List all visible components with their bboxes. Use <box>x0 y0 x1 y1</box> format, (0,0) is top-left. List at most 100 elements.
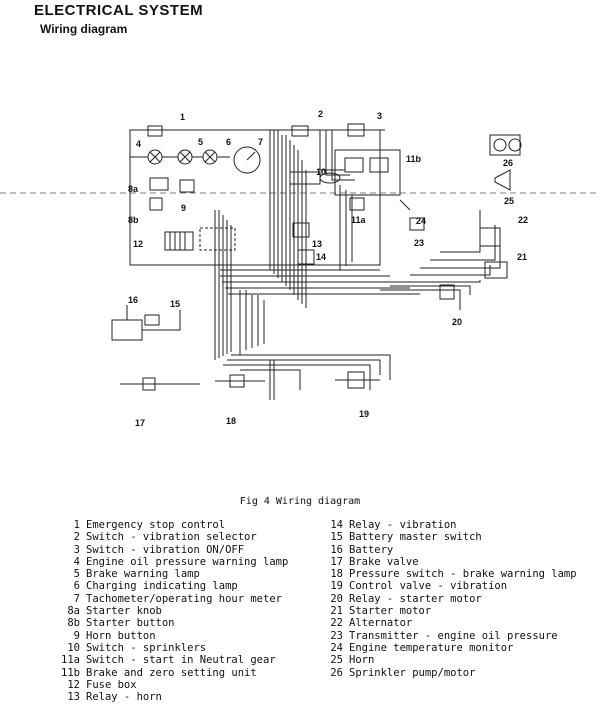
legend-label: Relay - starter motor <box>349 592 482 605</box>
legend-item: 22 Alternator <box>313 617 577 629</box>
legend-number: 16 <box>330 543 343 556</box>
svg-text:19: 19 <box>359 409 369 419</box>
starter-motor <box>484 261 508 279</box>
legend-number: 2 <box>73 531 80 544</box>
wiring-diagram: 1 2 3 4 5 6 7 8a 8b 9 10 11a 11b 12 13 1… <box>0 109 600 428</box>
svg-text:9: 9 <box>181 203 186 213</box>
legend-label: Switch - start in Neutral gear <box>86 654 276 667</box>
svg-text:4: 4 <box>136 139 141 149</box>
svg-text:24: 24 <box>416 216 426 226</box>
harness-bundle <box>214 130 501 390</box>
svg-text:8b: 8b <box>128 215 139 225</box>
svg-text:10: 10 <box>316 167 326 177</box>
legend-number: 25 <box>330 654 343 667</box>
svg-text:11b: 11b <box>406 154 422 164</box>
legend-label: Brake warning lamp <box>86 568 200 581</box>
legend-label: Battery master switch <box>349 531 482 544</box>
legend-item: 19 Control valve - vibration <box>313 580 577 592</box>
svg-text:7: 7 <box>258 137 263 147</box>
page-subtitle: Wiring diagram <box>40 22 128 36</box>
svg-text:2: 2 <box>318 109 323 119</box>
svg-text:5: 5 <box>198 137 203 147</box>
svg-text:8a: 8a <box>128 184 139 194</box>
brake-zero-unit <box>334 149 401 196</box>
legend-label: Starter button <box>86 617 175 630</box>
starter-button <box>149 197 163 211</box>
svg-text:14: 14 <box>316 252 326 262</box>
svg-text:18: 18 <box>226 416 236 426</box>
legend-number: 13 <box>67 691 80 704</box>
warning-lamps <box>130 149 230 165</box>
legend-label: Control valve - vibration <box>349 580 508 593</box>
legend-number: 5 <box>73 568 80 581</box>
legend-number: 9 <box>73 629 80 642</box>
legend-number: 21 <box>330 605 343 618</box>
legend-number: 11a <box>61 654 80 667</box>
emergency-stop <box>147 125 163 137</box>
legend-item: 9 Horn button <box>50 630 288 642</box>
svg-text:22: 22 <box>518 215 528 225</box>
legend-label: Transmitter - engine oil pressure <box>349 629 558 642</box>
legend-label: Emergency stop control <box>86 519 226 531</box>
oil-pressure-transmitter <box>409 217 425 231</box>
legend-number: 26 <box>330 666 343 679</box>
legend-label: Engine oil pressure warning lamp <box>86 555 289 568</box>
alternator <box>479 227 501 247</box>
legend-label: Alternator <box>349 617 413 630</box>
legend-item: 8b Starter button <box>50 617 288 629</box>
legend-number: 8b <box>67 617 80 630</box>
legend-item: 25 Horn <box>313 654 577 666</box>
legend-number: 19 <box>330 580 343 593</box>
legend-number: 7 <box>73 592 80 605</box>
callout-labels: 1 2 3 4 5 6 7 8a 8b 9 10 11a 11b 12 13 1… <box>128 109 528 428</box>
legend-label: Brake and zero setting unit <box>86 666 257 679</box>
legend-label: Brake valve <box>349 555 419 568</box>
legend-number: 10 <box>67 641 80 654</box>
svg-text:23: 23 <box>414 238 424 248</box>
legend-number: 3 <box>73 543 80 556</box>
battery <box>111 305 181 341</box>
legend-item: 11a Switch - start in Neutral gear <box>50 654 288 666</box>
legend-label: Horn <box>349 654 375 667</box>
legend-label: Sprinkler pump/motor <box>349 666 476 679</box>
svg-text:20: 20 <box>452 317 462 327</box>
legend-number: 23 <box>330 629 343 642</box>
legend-item: 18 Pressure switch - brake warning lamp <box>313 568 577 581</box>
starter-relay <box>439 284 455 300</box>
legend-number: 22 <box>330 617 343 630</box>
legend-label: Horn button <box>86 629 156 642</box>
legend-label: Pressure switch - brake warning lamp <box>349 568 577 581</box>
svg-text:1: 1 <box>180 112 185 122</box>
legend-item: 20 Relay - starter motor <box>313 593 577 605</box>
svg-text:21: 21 <box>517 252 527 262</box>
starter-knob <box>149 177 169 191</box>
legend-number: 1 <box>73 519 80 531</box>
legend-number: 8a <box>67 605 80 618</box>
fuse-box <box>164 227 236 251</box>
tachometer <box>233 146 261 174</box>
legend-number: 18 <box>330 568 343 581</box>
legend-number: 6 <box>73 580 80 593</box>
sprinkler-pump <box>489 134 522 156</box>
battery-master-switch <box>144 314 160 326</box>
legend-number: 20 <box>330 592 343 605</box>
legend-item: 26 Sprinkler pump/motor <box>313 667 577 679</box>
svg-text:12: 12 <box>133 239 143 249</box>
